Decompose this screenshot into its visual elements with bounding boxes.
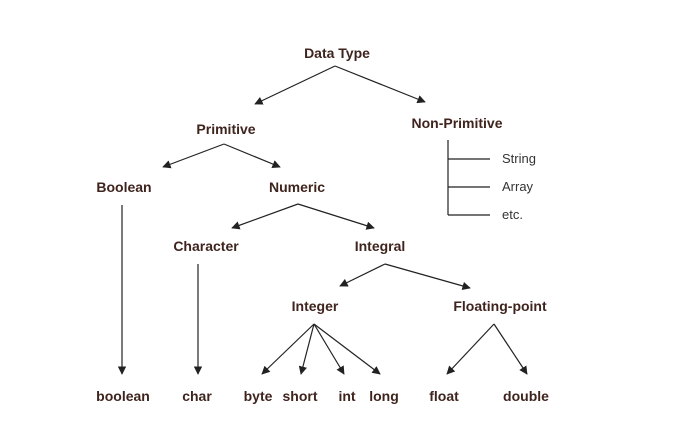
node-integral: Integral bbox=[354, 238, 406, 254]
node-non-primitive: Non-Primitive bbox=[411, 115, 503, 131]
node-array: Array bbox=[502, 179, 534, 194]
node-boolean-group: Boolean bbox=[96, 179, 152, 195]
node-character: Character bbox=[173, 238, 239, 254]
leaf-char: char bbox=[182, 388, 212, 404]
arrow-floating-float bbox=[446, 323, 495, 375]
arrow-integer-short bbox=[298, 323, 315, 375]
leaf-boolean: boolean bbox=[96, 388, 150, 404]
leaf-short: short bbox=[282, 388, 318, 404]
arrow-integer-byte bbox=[261, 323, 315, 375]
arrow-integer-long bbox=[313, 323, 381, 375]
leaf-int: int bbox=[338, 388, 356, 404]
node-floating-point: Floating-point bbox=[453, 298, 547, 314]
leaf-byte: byte bbox=[243, 388, 273, 404]
arrow-numeric-integral bbox=[297, 203, 375, 230]
arrow-primitive-boolean bbox=[162, 143, 225, 169]
arrow-datatype-primitive bbox=[254, 65, 336, 105]
node-etc: etc. bbox=[502, 207, 523, 222]
arrow-integral-integer bbox=[339, 263, 386, 287]
node-data-type: Data Type bbox=[304, 45, 370, 61]
leaf-float: float bbox=[429, 388, 459, 404]
arrow-numeric-character bbox=[231, 203, 299, 230]
arrow-floating-double bbox=[493, 323, 528, 375]
node-numeric: Numeric bbox=[268, 179, 326, 195]
arrow-integral-floating bbox=[384, 263, 471, 290]
leaf-double: double bbox=[503, 388, 549, 404]
node-integer: Integer bbox=[291, 298, 339, 314]
node-string: String bbox=[502, 151, 536, 166]
node-primitive: Primitive bbox=[196, 121, 256, 137]
arrow-integer-int bbox=[313, 323, 345, 375]
arrow-primitive-numeric bbox=[223, 143, 281, 169]
leaf-long: long bbox=[369, 388, 399, 404]
arrow-datatype-nonprimitive bbox=[334, 65, 426, 104]
